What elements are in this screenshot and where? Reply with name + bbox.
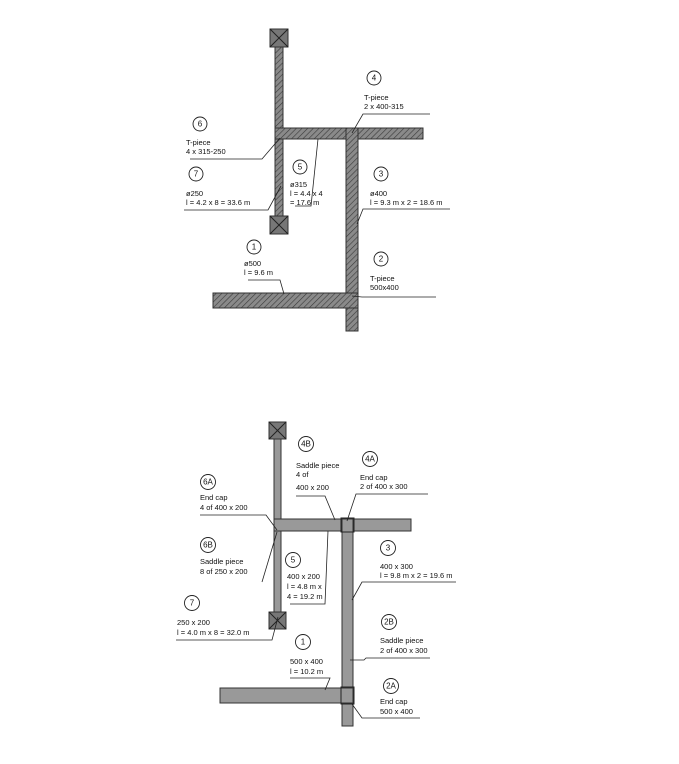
diagram-round-ducts: 6 T-piece 4 x 315-250 4 T-piece 2 x 400-… bbox=[184, 28, 450, 332]
leader-1 bbox=[248, 279, 285, 295]
callout-2A: 2A End cap 500 x 400 bbox=[380, 678, 413, 716]
terminal-box-top bbox=[268, 421, 287, 440]
callout-3: 3 400 x 300 l = 9.8 m x 2 = 19.6 m bbox=[380, 540, 453, 580]
callout-line: l = 4.4 x 4 bbox=[290, 189, 323, 198]
callout-line: l = 10.2 m bbox=[290, 667, 323, 676]
callout-line: Saddle piece bbox=[380, 636, 423, 645]
callout-number: 1 bbox=[252, 243, 257, 252]
leader-3 bbox=[356, 208, 450, 225]
leader-5 bbox=[295, 138, 319, 207]
callout-number: 5 bbox=[298, 163, 303, 172]
callout-line: 8 of 250 x 200 bbox=[200, 567, 248, 576]
duct-riser-400 bbox=[345, 127, 359, 332]
callout-number: 2B bbox=[384, 618, 394, 627]
callout-number: 4A bbox=[365, 455, 375, 464]
leader-5 bbox=[290, 530, 329, 605]
callout-line: Saddle piece bbox=[200, 557, 243, 566]
callout-line: 400 x 200 bbox=[296, 483, 329, 492]
callout-1: 1 ø500 l = 9.6 m bbox=[244, 239, 273, 277]
callout-2B: 2B Saddle piece 2 of 400 x 300 bbox=[380, 614, 428, 655]
callout-4A: 4A End cap 2 of 400 x 300 bbox=[360, 451, 408, 491]
duct-main-500x400 bbox=[219, 687, 354, 704]
callout-line: 2 x 400-315 bbox=[364, 102, 404, 111]
callout-line: T-piece bbox=[370, 274, 395, 283]
callout-6: 6 T-piece 4 x 315-250 bbox=[186, 116, 226, 156]
callout-line: l = 9.6 m bbox=[244, 268, 273, 277]
callout-line: 4 = 19.2 m bbox=[287, 592, 323, 601]
callout-line: ø315 bbox=[290, 180, 307, 189]
callout-line: 500x400 bbox=[370, 283, 399, 292]
terminal-box-top bbox=[269, 28, 289, 48]
callout-number: 6 bbox=[198, 120, 203, 129]
leader-1 bbox=[290, 677, 331, 691]
end-cap-marker bbox=[340, 517, 355, 533]
callout-line: End cap bbox=[360, 473, 388, 482]
callout-number: 1 bbox=[301, 638, 306, 647]
callout-line: 400 x 200 bbox=[287, 572, 320, 581]
leader-4 bbox=[351, 113, 430, 134]
callout-line: Saddle piece bbox=[296, 461, 339, 470]
callout-line: End cap bbox=[200, 493, 228, 502]
callout-number: 3 bbox=[386, 544, 391, 553]
callout-number: 6B bbox=[203, 541, 213, 550]
callout-line: l = 4.0 m x 8 = 32.0 m bbox=[177, 628, 250, 637]
leader-2 bbox=[351, 295, 436, 298]
callout-7: 7 250 x 200 l = 4.0 m x 8 = 32.0 m bbox=[177, 595, 250, 637]
leader-7 bbox=[184, 185, 282, 211]
callout-number: 2A bbox=[386, 682, 396, 691]
callout-number: 4B bbox=[301, 440, 311, 449]
callout-5: 5 400 x 200 l = 4.8 m x 4 = 19.2 m bbox=[285, 552, 323, 601]
callout-4: 4 T-piece 2 x 400-315 bbox=[364, 70, 404, 111]
callout-line: l = 4.2 x 8 = 33.6 m bbox=[186, 198, 250, 207]
callout-line: T-piece bbox=[364, 93, 389, 102]
callout-number: 4 bbox=[372, 74, 377, 83]
leader-6 bbox=[190, 137, 281, 160]
callout-line: l = 9.3 m x 2 = 18.6 m bbox=[370, 198, 443, 207]
callout-number: 6A bbox=[203, 478, 213, 487]
callout-number: 7 bbox=[194, 170, 199, 179]
diagram-rectangular-ducts: 4B Saddle piece 4 of 400 x 200 4A End ca… bbox=[176, 421, 456, 727]
callout-line: 500 x 400 bbox=[380, 707, 413, 716]
callout-number: 2 bbox=[379, 255, 384, 264]
callout-6B: 6B Saddle piece 8 of 250 x 200 bbox=[200, 537, 248, 576]
callout-line: 500 x 400 bbox=[290, 657, 323, 666]
callout-line: l = 4.8 m x bbox=[287, 582, 322, 591]
callout-number: 5 bbox=[291, 556, 296, 565]
callout-line: 4 x 315-250 bbox=[186, 147, 226, 156]
terminal-box-bottom bbox=[269, 215, 289, 235]
callout-line: ø400 bbox=[370, 189, 387, 198]
callout-line: End cap bbox=[380, 697, 408, 706]
callout-line: 400 x 300 bbox=[380, 562, 413, 571]
callout-line: 2 of 400 x 300 bbox=[360, 482, 408, 491]
callout-number: 7 bbox=[190, 599, 195, 608]
callout-line: 4 of bbox=[296, 470, 309, 479]
leader-2B bbox=[350, 657, 430, 661]
callout-line: 4 of 400 x 200 bbox=[200, 503, 248, 512]
duct-main-500 bbox=[212, 292, 359, 309]
leader-6B bbox=[261, 531, 278, 583]
callout-number: 3 bbox=[379, 170, 384, 179]
leader-6A bbox=[200, 514, 278, 531]
callout-7: 7 ø250 l = 4.2 x 8 = 33.6 m bbox=[186, 166, 250, 207]
leader-4B bbox=[296, 495, 336, 521]
callout-line: l = 9.8 m x 2 = 19.6 m bbox=[380, 571, 453, 580]
callout-line: = 17.6 m bbox=[290, 198, 319, 207]
callout-3: 3 ø400 l = 9.3 m x 2 = 18.6 m bbox=[370, 166, 443, 207]
callout-line: 2 of 400 x 300 bbox=[380, 646, 428, 655]
callout-6A: 6A End cap 4 of 400 x 200 bbox=[200, 474, 248, 512]
callout-1: 1 500 x 400 l = 10.2 m bbox=[290, 634, 323, 676]
callout-line: ø500 bbox=[244, 259, 261, 268]
leader-7 bbox=[176, 616, 279, 641]
end-cap-marker bbox=[340, 686, 355, 705]
callout-2: 2 T-piece 500x400 bbox=[370, 251, 399, 292]
callout-5: 5 ø315 l = 4.4 x 4 = 17.6 m bbox=[290, 159, 323, 207]
leader-3 bbox=[351, 581, 456, 601]
callout-line: T-piece bbox=[186, 138, 211, 147]
callout-4B: 4B Saddle piece 4 of 400 x 200 bbox=[296, 436, 339, 492]
callout-line: ø250 bbox=[186, 189, 203, 198]
callout-line: 250 x 200 bbox=[177, 618, 210, 627]
leader-2A bbox=[351, 703, 420, 719]
leader-4A bbox=[346, 493, 428, 522]
